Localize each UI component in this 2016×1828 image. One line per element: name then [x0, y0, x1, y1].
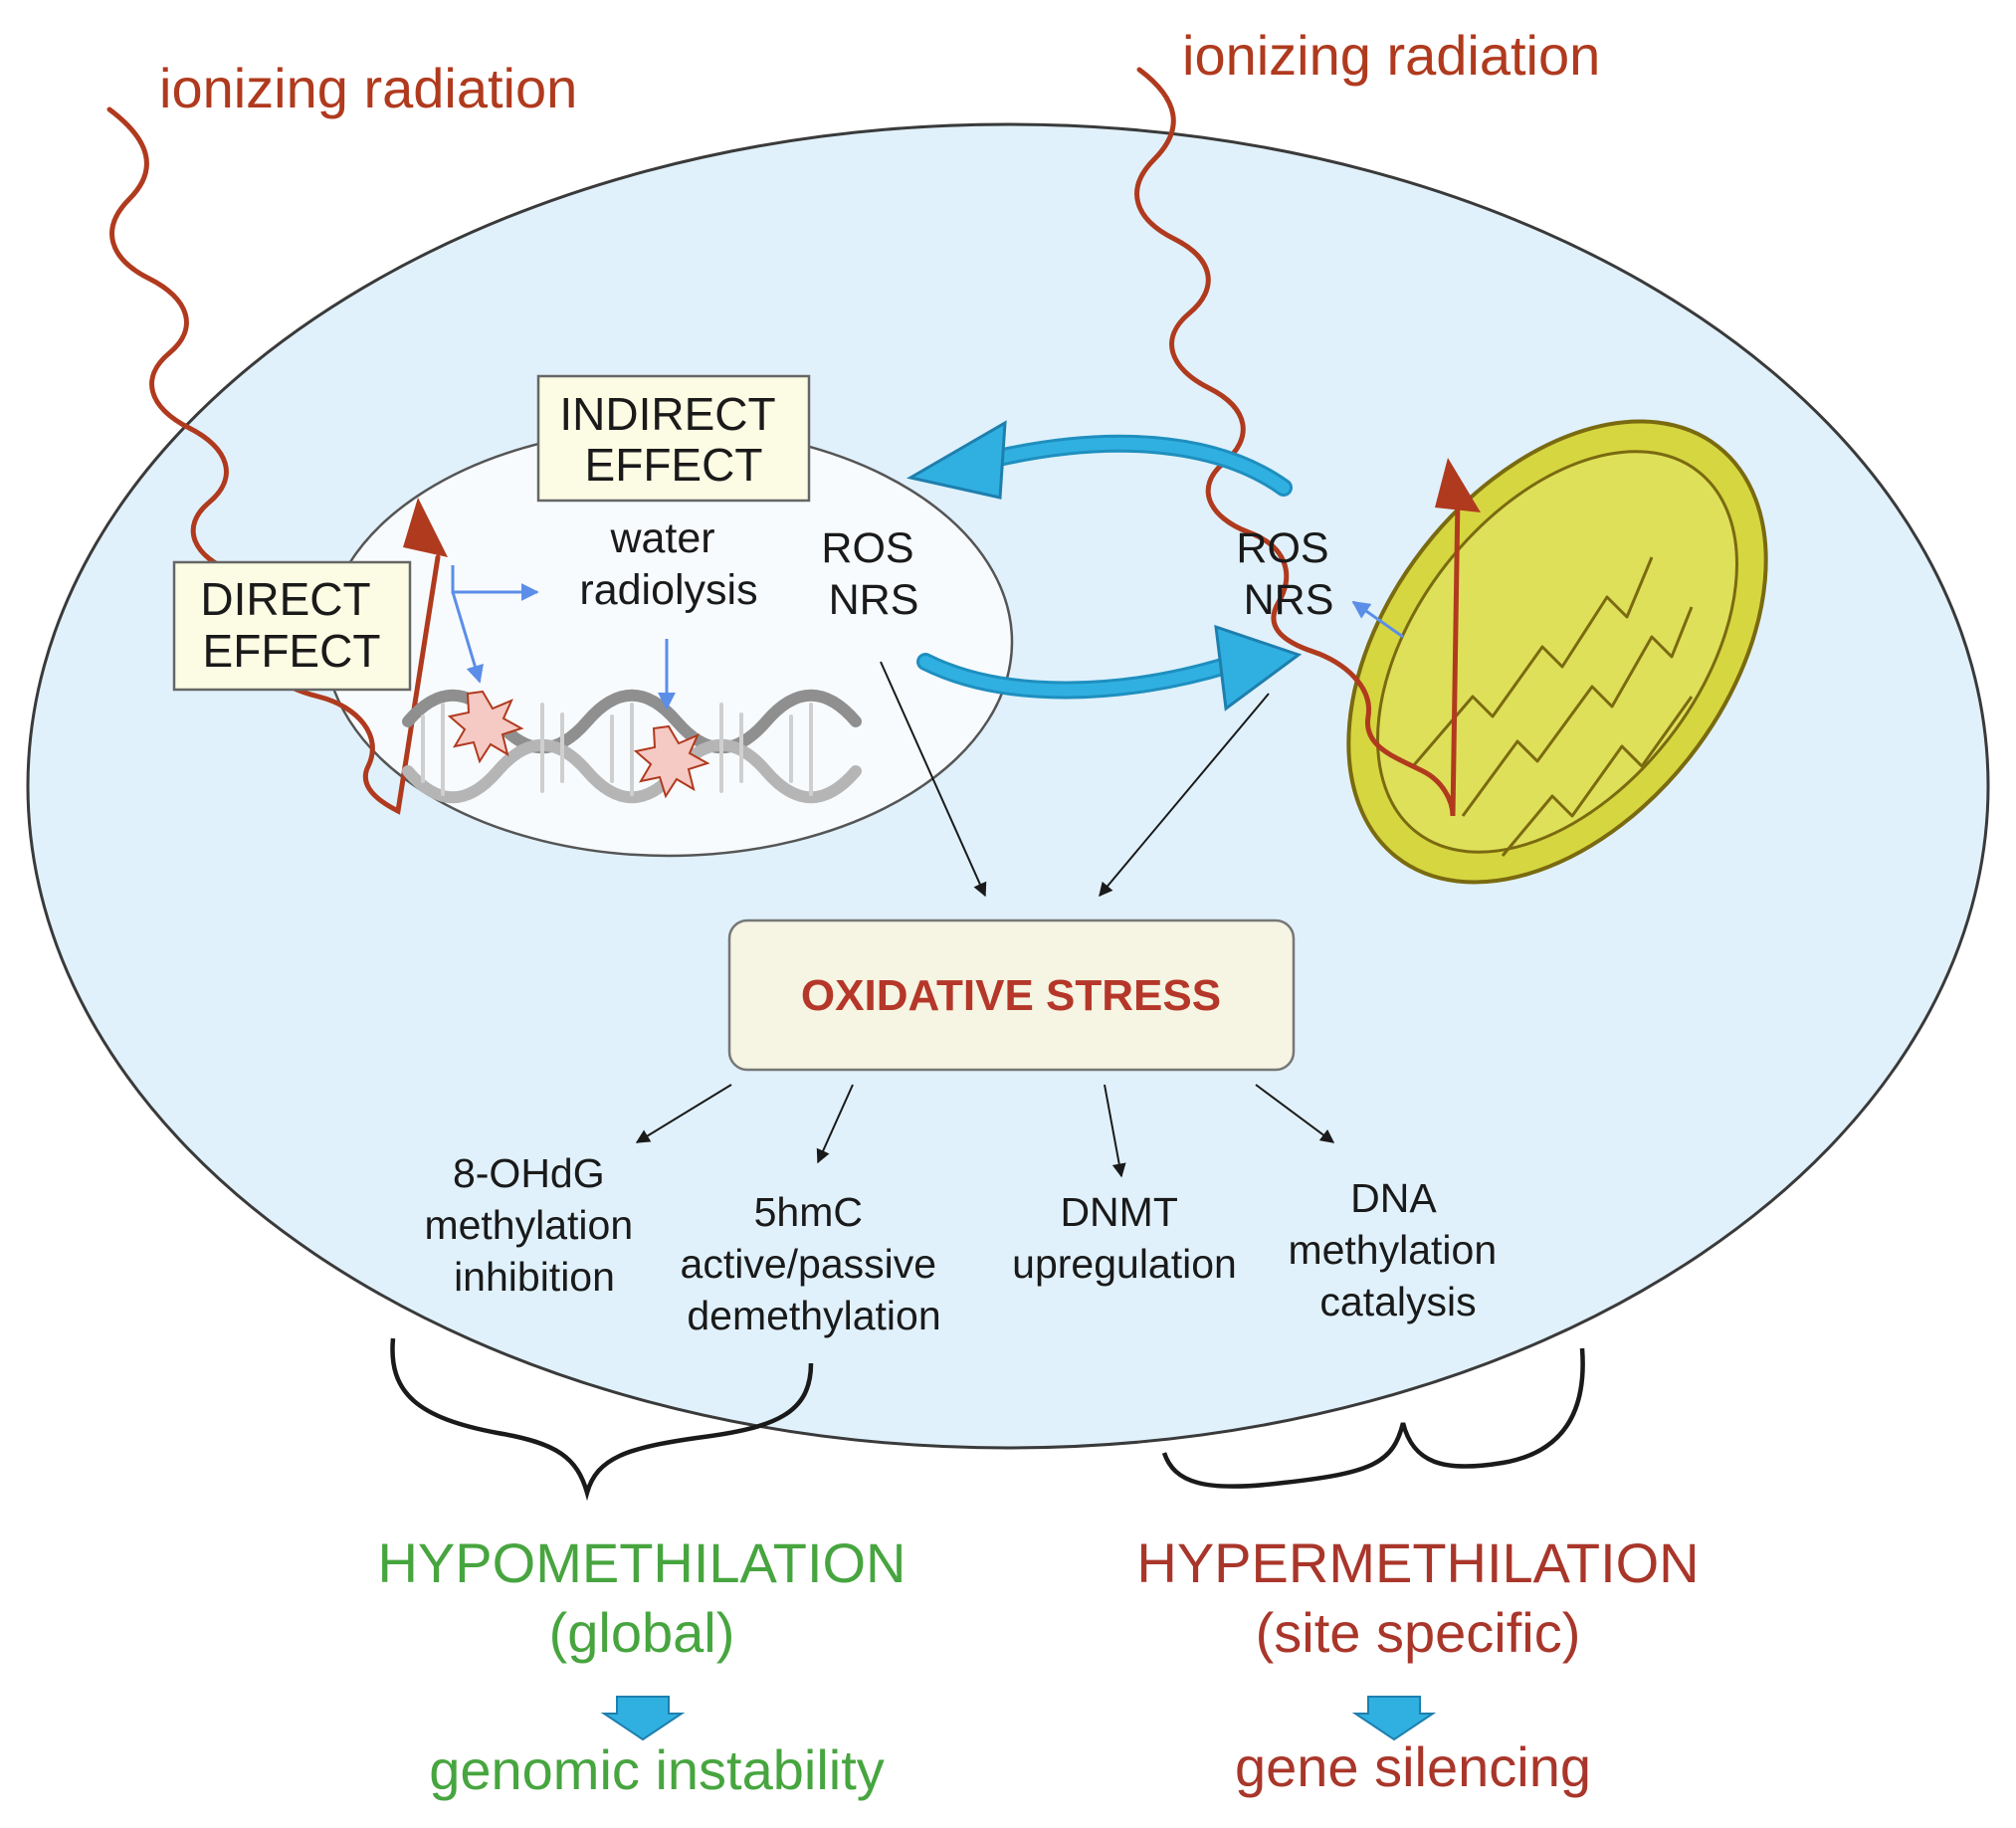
- hyper-methylation-scope: (site specific): [1256, 1601, 1581, 1664]
- indirect-effect-box: [536, 374, 811, 503]
- effect-arrows: [635, 1084, 1335, 1178]
- oxidative-stress-label: OXIDATIVE STRESS: [801, 971, 1221, 1020]
- indirect-effect-label: INDIRECT EFFECT: [559, 388, 787, 491]
- hypomethylation-title: HYPOMETHILATION: [377, 1531, 906, 1594]
- arrow-mito-to-stress: [1099, 693, 1270, 898]
- radiation-arrow-left-tip: [403, 498, 448, 557]
- mito-ros-nrs-label: ROS NRS: [1236, 524, 1340, 624]
- dna-damage-star-2: [633, 724, 710, 799]
- effect-dna-methylation: DNA methylation catalysis: [1288, 1175, 1508, 1324]
- effect-dnmt: DNMT upregulation: [1012, 1189, 1237, 1287]
- cell: [26, 122, 1990, 1450]
- nucleus-ros-nrs-label: ROS NRS: [821, 524, 925, 624]
- effect-8ohdg: 8-OHdG methylation inhibition: [424, 1150, 644, 1300]
- direct-effect-box: [172, 560, 412, 692]
- ros-exchange-arrows: [906, 420, 1303, 711]
- hypomethylation-scope: (global): [549, 1601, 735, 1664]
- radiation-arrow-right: [1134, 67, 1461, 817]
- hyper-down-arrow: [1351, 1696, 1437, 1741]
- oxidative-stress-box: [727, 918, 1296, 1072]
- genomic-instability-label: genomic instability: [429, 1738, 885, 1801]
- dna-damage-star-1: [447, 690, 524, 764]
- radiation-arrow-left: [106, 106, 441, 815]
- radiation-label-right: ionizing radiation: [1182, 24, 1600, 87]
- hypo-down-arrow: [600, 1696, 686, 1741]
- direct-effect-arrows: [451, 565, 1404, 711]
- arrow-nucleus-to-stress: [880, 661, 987, 898]
- effect-5hmc: 5hmC active/passive demethylation: [681, 1189, 948, 1338]
- gene-silencing-label: gene silencing: [1235, 1735, 1591, 1798]
- radiation-label-left: ionizing radiation: [159, 57, 577, 119]
- hyper-brace: [1161, 1347, 1585, 1489]
- water-radiolysis-label: water radiolysis: [579, 514, 757, 614]
- hypo-brace: [390, 1337, 814, 1502]
- hyper-methylation-title: HYPERMETHILATION: [1136, 1531, 1699, 1594]
- direct-effect-label: DIRECT EFFECT: [200, 573, 382, 677]
- radiation-arrow-right-tip: [1435, 458, 1481, 512]
